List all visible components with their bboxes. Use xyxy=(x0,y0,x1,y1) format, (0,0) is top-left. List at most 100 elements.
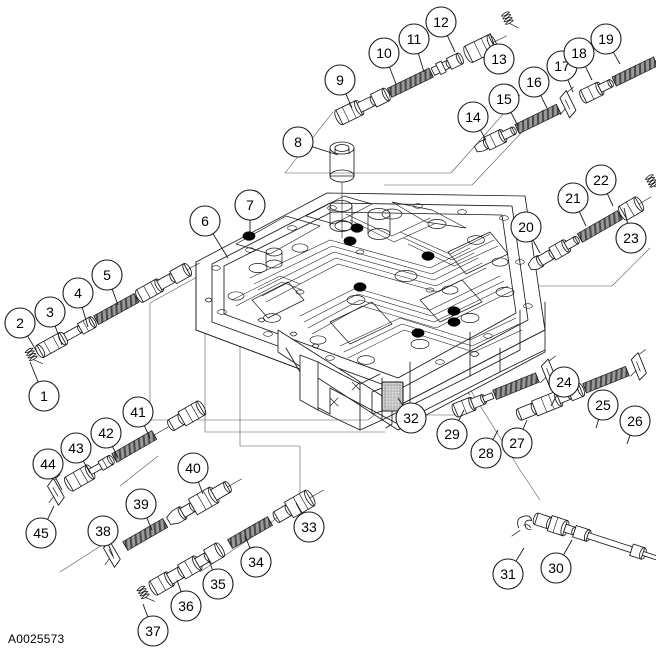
callout-42[interactable]: 42 xyxy=(90,417,122,459)
callout-leader-line xyxy=(550,394,558,407)
callout-26[interactable]: 26 xyxy=(619,405,651,445)
callout-circle[interactable] xyxy=(540,552,572,584)
callout-number: 45 xyxy=(33,525,49,541)
callout-circle[interactable] xyxy=(28,380,60,412)
callout-30[interactable]: 30 xyxy=(540,539,573,584)
callout-circle[interactable] xyxy=(90,417,122,449)
callout-circle[interactable] xyxy=(91,259,123,291)
callout-circle[interactable] xyxy=(34,296,66,328)
callout-19[interactable]: 19 xyxy=(590,23,622,65)
callout-circle[interactable] xyxy=(324,64,356,96)
callout-circle[interactable] xyxy=(25,517,57,549)
callout-circle[interactable] xyxy=(518,66,550,98)
callout-2[interactable]: 2 xyxy=(4,307,38,353)
callout-20[interactable]: 20 xyxy=(510,211,542,254)
callout-25[interactable]: 25 xyxy=(587,389,619,429)
callout-6[interactable]: 6 xyxy=(189,205,229,259)
callout-circle[interactable] xyxy=(563,37,595,69)
callout-circle[interactable] xyxy=(557,182,589,214)
callout-37[interactable]: 37 xyxy=(137,603,169,647)
callout-circle[interactable] xyxy=(62,277,94,309)
callout-31[interactable]: 31 xyxy=(492,547,525,590)
callout-circle[interactable] xyxy=(548,366,580,398)
callout-circle[interactable] xyxy=(189,205,221,237)
callout-10[interactable]: 10 xyxy=(368,37,400,85)
callout-number: 4 xyxy=(74,285,82,301)
callout-9[interactable]: 9 xyxy=(324,64,356,109)
assembly-42-45 xyxy=(38,400,207,510)
callout-circle[interactable] xyxy=(585,164,617,196)
callout-leader-line xyxy=(47,505,55,520)
callout-27[interactable]: 27 xyxy=(501,419,533,459)
callout-circle[interactable] xyxy=(293,511,325,543)
callout-leader-line xyxy=(112,446,119,459)
callout-14[interactable]: 14 xyxy=(457,101,489,141)
callout-3[interactable]: 3 xyxy=(34,296,66,346)
callout-circle[interactable] xyxy=(282,126,314,158)
callout-43[interactable]: 43 xyxy=(60,432,92,474)
callout-circle[interactable] xyxy=(240,546,272,578)
callout-circle[interactable] xyxy=(590,23,622,55)
callout-number: 7 xyxy=(246,197,254,213)
callout-12[interactable]: 12 xyxy=(425,6,457,53)
callout-32[interactable]: 32 xyxy=(395,397,427,434)
callout-number: 28 xyxy=(478,445,494,461)
callout-circle[interactable] xyxy=(615,222,647,254)
callout-29[interactable]: 29 xyxy=(436,409,468,450)
callout-7[interactable]: 7 xyxy=(234,189,266,238)
callout-44[interactable]: 44 xyxy=(32,448,64,491)
callout-13[interactable]: 13 xyxy=(483,32,515,75)
callout-28[interactable]: 28 xyxy=(470,429,502,469)
callout-circle[interactable] xyxy=(492,558,524,590)
callout-circle[interactable] xyxy=(137,615,169,647)
callout-23[interactable]: 23 xyxy=(615,207,647,254)
callout-circle[interactable] xyxy=(170,590,202,622)
callout-34[interactable]: 34 xyxy=(240,535,272,578)
callout-15[interactable]: 15 xyxy=(488,83,520,127)
callout-35[interactable]: 35 xyxy=(202,557,234,600)
callout-5[interactable]: 5 xyxy=(91,259,123,306)
callout-circle[interactable] xyxy=(470,437,502,469)
callout-circle[interactable] xyxy=(398,23,430,55)
callout-21[interactable]: 21 xyxy=(557,182,589,227)
callout-45[interactable]: 45 xyxy=(25,505,57,549)
callout-33[interactable]: 33 xyxy=(293,502,325,543)
callout-circle[interactable] xyxy=(4,307,36,339)
callout-22[interactable]: 22 xyxy=(585,164,617,207)
callout-circle[interactable] xyxy=(425,6,457,38)
callout-16[interactable]: 16 xyxy=(518,66,550,109)
callout-circle[interactable] xyxy=(488,83,520,115)
callout-circle[interactable] xyxy=(87,515,119,547)
callout-circle[interactable] xyxy=(587,389,619,421)
callout-circle[interactable] xyxy=(177,452,209,484)
callout-circle[interactable] xyxy=(501,427,533,459)
callout-leader-line xyxy=(111,288,119,306)
assembly-38-41 xyxy=(94,478,242,572)
callout-circle[interactable] xyxy=(202,568,234,600)
callout-18[interactable]: 18 xyxy=(563,37,595,81)
callout-circle[interactable] xyxy=(436,418,468,450)
callout-39[interactable]: 39 xyxy=(125,488,157,531)
callout-circle[interactable] xyxy=(60,432,92,464)
callout-circle[interactable] xyxy=(510,211,542,243)
callout-circle[interactable] xyxy=(32,448,64,480)
callout-38[interactable]: 38 xyxy=(87,515,119,557)
callout-circle[interactable] xyxy=(457,101,489,133)
callout-circle[interactable] xyxy=(619,405,651,437)
part-31-clip xyxy=(511,515,533,537)
callout-11[interactable]: 11 xyxy=(398,23,430,73)
callout-circle[interactable] xyxy=(234,189,266,221)
callout-circle[interactable] xyxy=(125,488,157,520)
part-3-valve-spool xyxy=(63,316,97,342)
callout-circle[interactable] xyxy=(483,43,515,75)
callout-24[interactable]: 24 xyxy=(548,366,580,407)
callout-4[interactable]: 4 xyxy=(62,277,94,328)
callout-circle[interactable] xyxy=(395,402,427,434)
callout-circle[interactable] xyxy=(122,396,154,428)
callout-40[interactable]: 40 xyxy=(177,452,209,495)
callout-circle[interactable] xyxy=(368,37,400,69)
callout-41[interactable]: 41 xyxy=(122,396,154,439)
callout-36[interactable]: 36 xyxy=(170,579,202,622)
callout-8[interactable]: 8 xyxy=(282,126,339,158)
callout-1[interactable]: 1 xyxy=(28,361,60,412)
